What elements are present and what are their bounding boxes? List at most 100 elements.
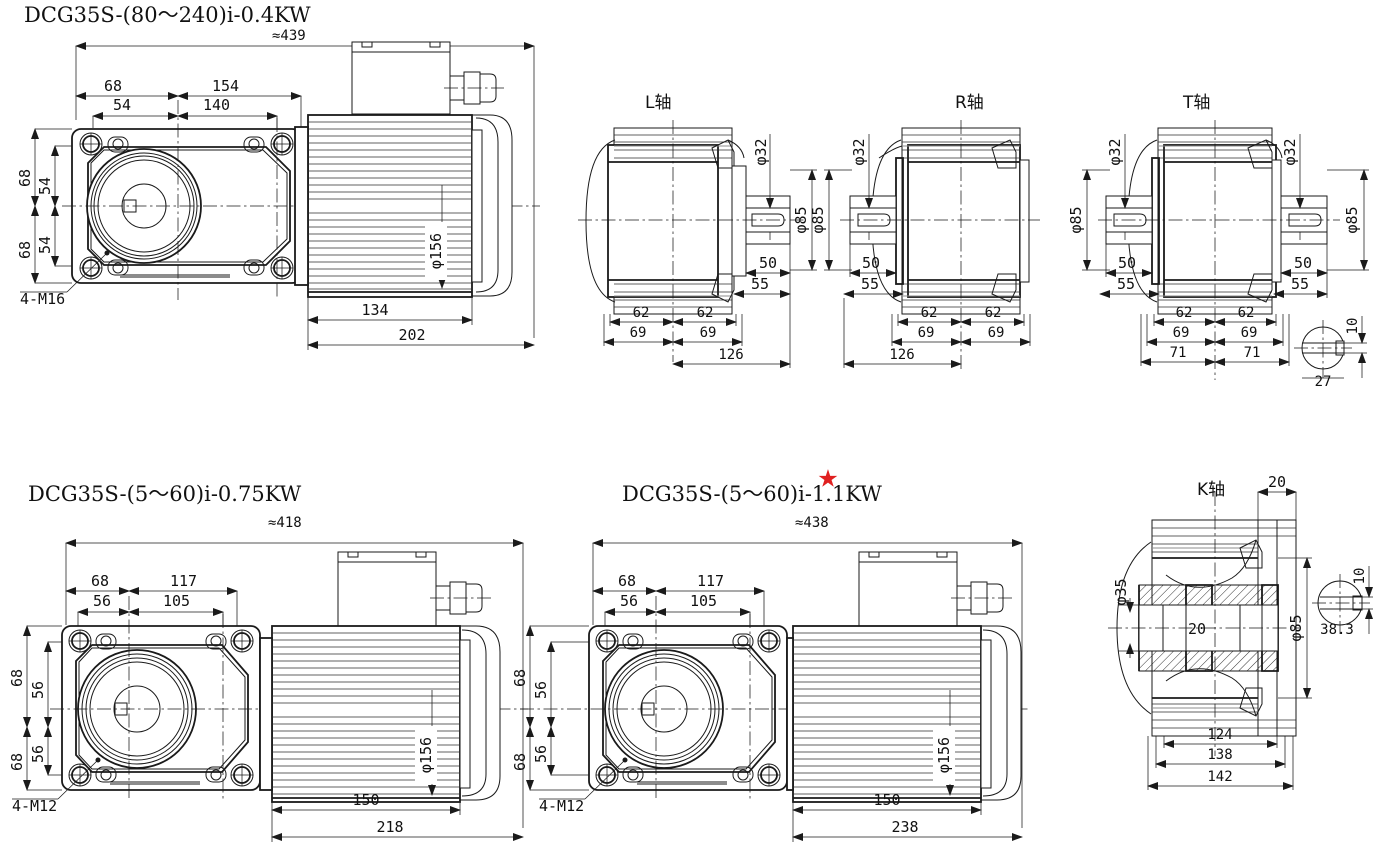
dim-150-bl: 150 [352,791,379,809]
dim-phi35-k-label: φ35 [1112,578,1130,605]
drawing-bottom-left: DCG35S-(5～60)i-0.75KW ≈418 68 117 56 105 [8,482,528,842]
label-l-axis: L轴 [645,93,671,113]
dim-overall-418 [65,539,524,828]
dim-v68-top: 68 [16,169,34,187]
overall-length-top-left: ≈439 [272,28,306,44]
thread-note-bottom-mid: 4-M12 [539,757,628,815]
dim-55-t-left: 55 [1117,275,1135,293]
dim-202: 202 [398,326,425,344]
dim-238-bm: 238 [891,818,918,836]
dim-keyway-width-t: 27 [1315,374,1332,390]
dim-56-bm: 56 [620,592,638,610]
bolt-holes-top-left [79,132,294,280]
dim-69a-l: 69 [630,325,647,341]
dim-keyway-height-k: 10 [1352,568,1368,585]
dim-phi32-t-right: φ32 [1281,134,1304,240]
drawing-bottom-mid: ★ DCG35S-(5～60)i-1.1KW ≈438 68 117 56 10… [511,456,1028,842]
gearbox-flange-face-bottom-mid [588,625,788,791]
dim-v56-bot-bl: 56 [29,745,47,763]
dim-20-top-k-label: 20 [1268,473,1286,491]
dim-69b-l: 69 [700,325,717,341]
dim-v68-top-bl: 68 [8,669,26,687]
dim-phi32-l: φ32 [752,134,774,240]
dim-68-bm: 68 [618,572,636,590]
dim-62a-r: 62 [921,305,938,321]
dim-phi85-k: φ85 [1278,557,1312,699]
bolt-holes-bottom-mid [595,629,781,787]
dim-55-t-right: 55 [1291,275,1309,293]
dim-5055-l: 50 55 [733,244,791,298]
label-4-M12-bl: 4-M12 [12,797,57,815]
dim-phi32-t-left-label: φ32 [1106,138,1124,165]
dim-motor-lengths-bottom-mid: 150 238 [792,791,1023,842]
dim-68-bl: 68 [91,572,109,590]
dim-142-k: 142 [1207,769,1232,785]
dim-chain-56-105-bl: 56 105 [77,592,224,626]
dim-68-top-left: 68 [104,77,122,95]
dim-phi32-t-right-label: φ32 [1281,138,1299,165]
dim-phi85-r: φ85 [809,169,852,271]
keyway-section-t-axis: 10 27 [1294,316,1367,390]
dim-phi85-t-left: φ85 [1067,169,1110,271]
dim-126-l: 126 [718,347,743,363]
dim-69a-t: 69 [1173,325,1190,341]
dim-50-t-right: 50 [1294,254,1312,272]
dim-150-bm: 150 [873,791,900,809]
dim-keyway-height-t: 10 [1345,318,1361,335]
title-bottom-left: DCG35S-(5～60)i-0.75KW [28,482,302,506]
dim-134: 134 [361,301,388,319]
dim-phi156-bl: φ156 [417,737,435,773]
motor-body-bottom-left: φ156 [259,551,501,803]
dim-chain-68-117-bl: 68 117 [65,572,238,630]
dim-v68-bot-bm: 68 [511,753,529,771]
dim-phi32-r-label: φ32 [850,138,868,165]
dim-126-r: 126 [889,347,914,363]
dim-62b-l: 62 [697,305,714,321]
dim-phi85-t-right-label: φ85 [1343,206,1361,233]
dim-chain-r: 62 62 69 69 126 [843,298,1031,368]
keyway-section-k-axis: 10 38.3 [1312,566,1373,638]
dim-62a-t: 62 [1176,305,1193,321]
dim-phi85-k-label: φ85 [1287,614,1305,641]
dim-chain-t: 62 62 69 69 71 71 [1140,305,1290,366]
dim-chain-l: 62 62 69 69 126 [603,298,791,368]
dim-124-k: 124 [1207,727,1232,743]
dim-motor-lengths-top-left: 134 202 [307,297,535,350]
shaft-view-k-axis: K轴 20 [1108,473,1373,790]
dim-105-bl: 105 [163,592,190,610]
dim-50-t-left: 50 [1118,254,1136,272]
dim-62b-t: 62 [1238,305,1255,321]
shaft-view-l-axis: L轴 [578,93,817,368]
overall-length-bottom-mid: ≈438 [795,515,829,531]
dim-5055-t-left: 50 55 [1099,244,1160,298]
shaft-view-t-axis: T轴 [1067,93,1369,390]
dim-50-l: 50 [759,254,777,272]
dim-v56-top-bl: 56 [29,681,47,699]
dim-overall-438 [592,539,1023,828]
label-k-axis: K轴 [1197,480,1225,500]
dim-154-top-left: 154 [212,77,239,95]
dim-140-top-left: 140 [203,96,230,114]
dim-vertical-bottom-mid: 68 56 56 68 [511,625,597,791]
dim-v68-bot: 68 [16,241,34,259]
dim-phi35-k: φ35 [1112,578,1145,658]
dim-chain-56-105-bm: 56 105 [604,592,751,626]
dim-105-bm: 105 [690,592,717,610]
bolt-holes-bottom-left [68,629,254,787]
dim-5055-r: 50 55 [843,244,904,298]
dim-chain-68-117-bm: 68 117 [592,572,765,630]
thread-note-bottom-left: 4-M12 [12,757,101,815]
dim-phi32-t-left: φ32 [1106,134,1129,240]
overall-length-bottom-left: ≈418 [268,515,302,531]
dim-phi85-t-right: φ85 [1327,169,1369,271]
label-r-axis: R轴 [955,93,984,113]
dim-20-bore-k: 20 [1188,620,1206,638]
dim-117-bl: 117 [170,572,197,590]
dim-overall-439 [75,42,535,338]
dim-v68-bot-bl: 68 [8,753,26,771]
dim-vertical-bottom-left: 68 56 56 68 [8,625,70,791]
drawing-top-left: DCG35S-(80～240)i-0.4KW ≈439 68 154 54 14… [16,3,540,350]
thread-note-top-left: 4-M16 [20,250,110,308]
dim-phi85-t-left-label: φ85 [1067,206,1085,233]
dim-v56-top-bm: 56 [532,681,550,699]
